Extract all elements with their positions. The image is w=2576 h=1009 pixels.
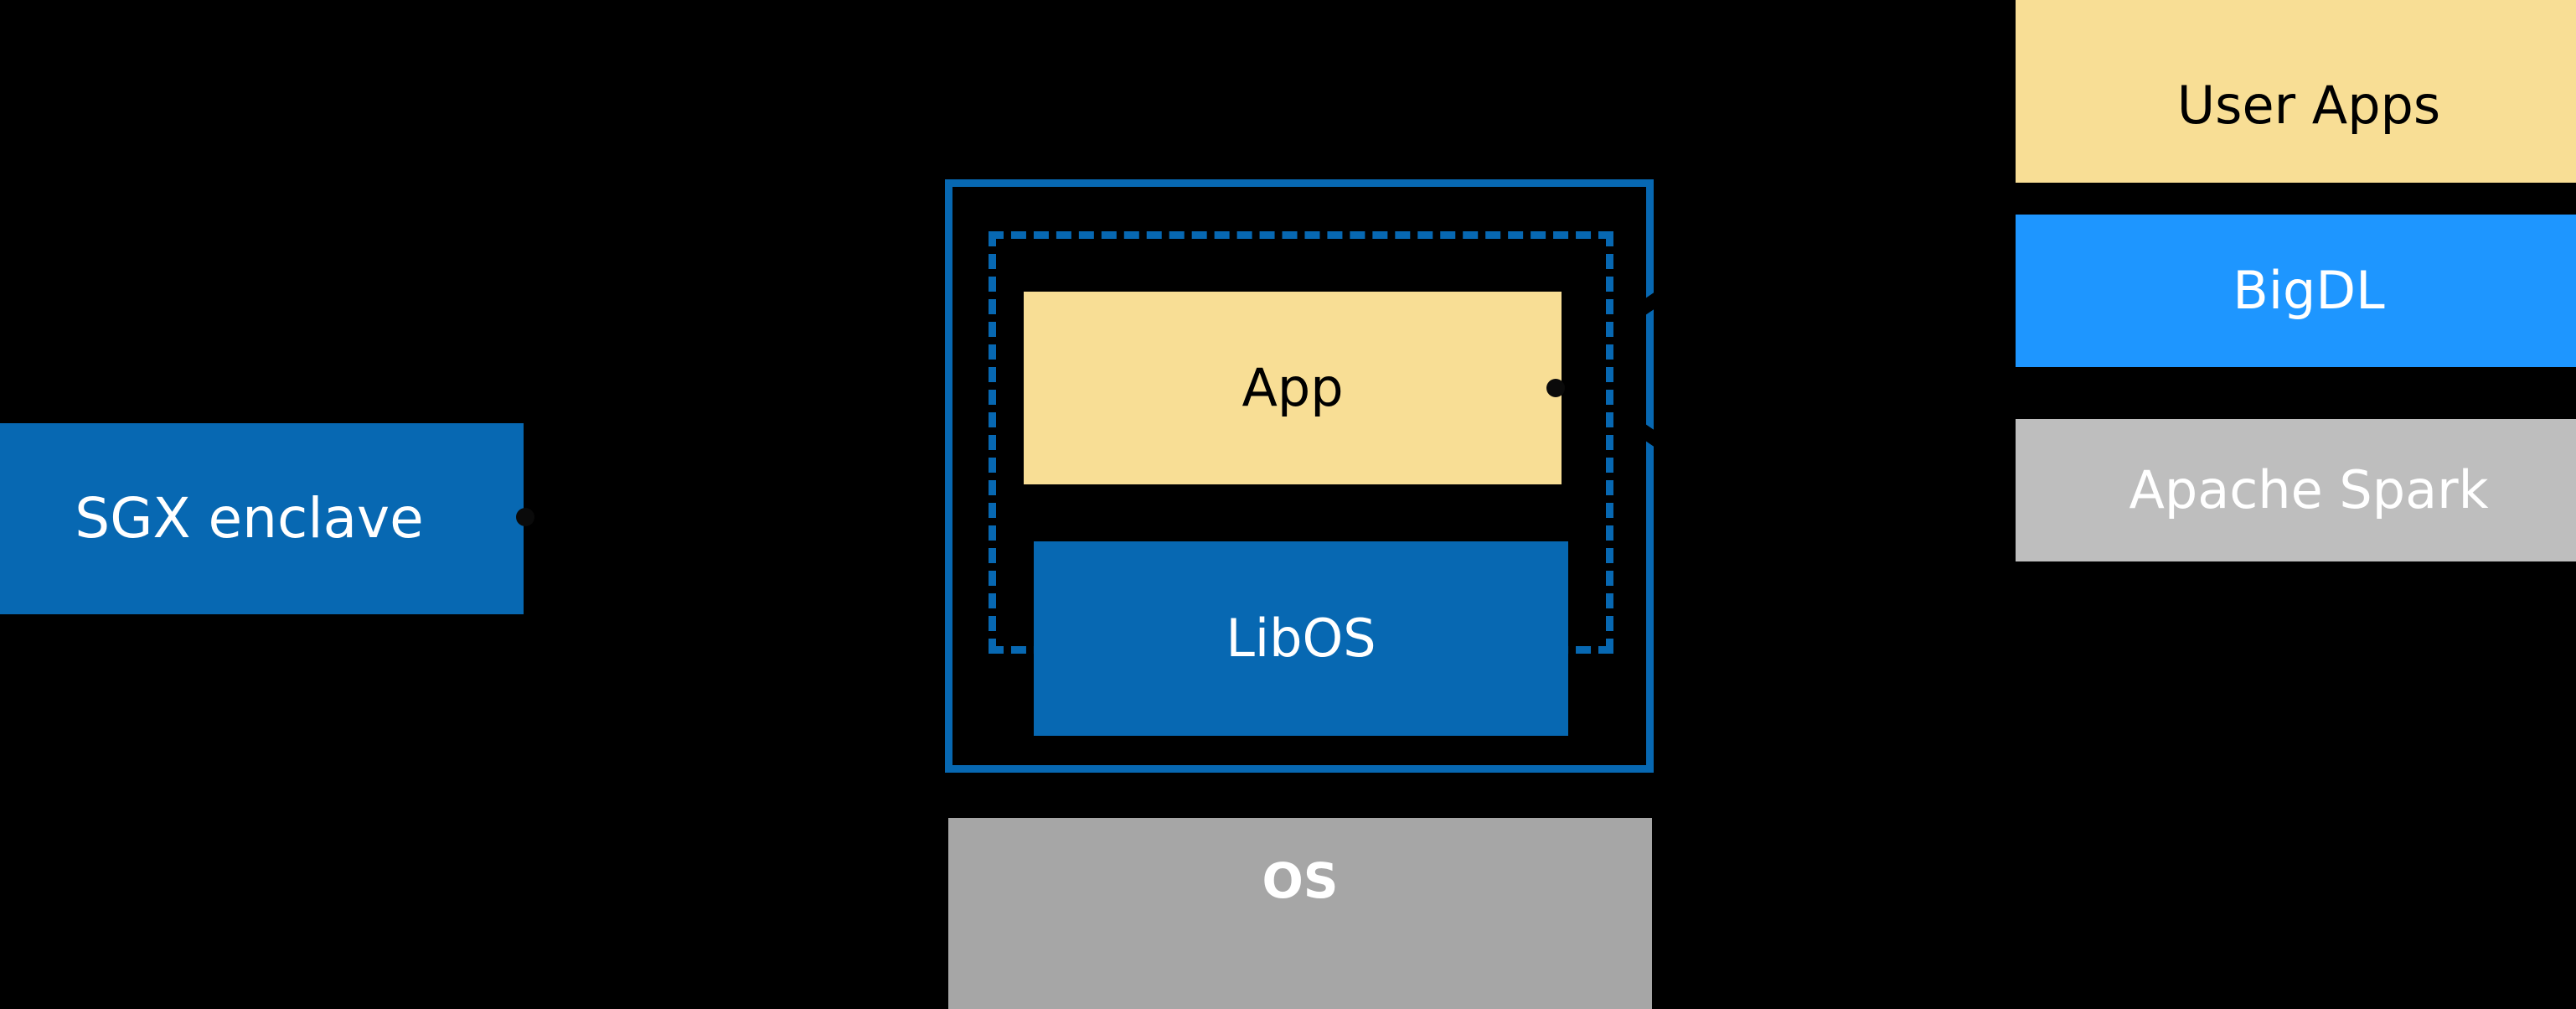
user-apps-label: User Apps bbox=[2176, 74, 2441, 136]
apache-spark-label: Apache Spark bbox=[2129, 458, 2489, 520]
app-connector-dot-icon bbox=[1546, 379, 1565, 397]
bigdl-label: BigDL bbox=[2233, 259, 2385, 321]
apache-spark-box: Apache Spark bbox=[2016, 419, 2576, 561]
bigdl-box: BigDL bbox=[2016, 215, 2576, 367]
sgx-enclave-connector-dot-icon bbox=[516, 508, 534, 526]
sgx-enclave-label: SGX enclave bbox=[75, 485, 424, 551]
libos-box: LibOS bbox=[1034, 541, 1568, 736]
libos-label: LibOS bbox=[1226, 607, 1376, 669]
app-box: App bbox=[1024, 292, 1562, 484]
sgx-enclave-box: SGX enclave bbox=[0, 423, 524, 614]
os-label: OS bbox=[1262, 852, 1339, 909]
user-apps-box: User Apps bbox=[2016, 0, 2576, 183]
os-box: OS bbox=[948, 818, 1652, 1009]
enclave-outer-frame bbox=[945, 179, 1654, 773]
app-label: App bbox=[1242, 356, 1344, 418]
